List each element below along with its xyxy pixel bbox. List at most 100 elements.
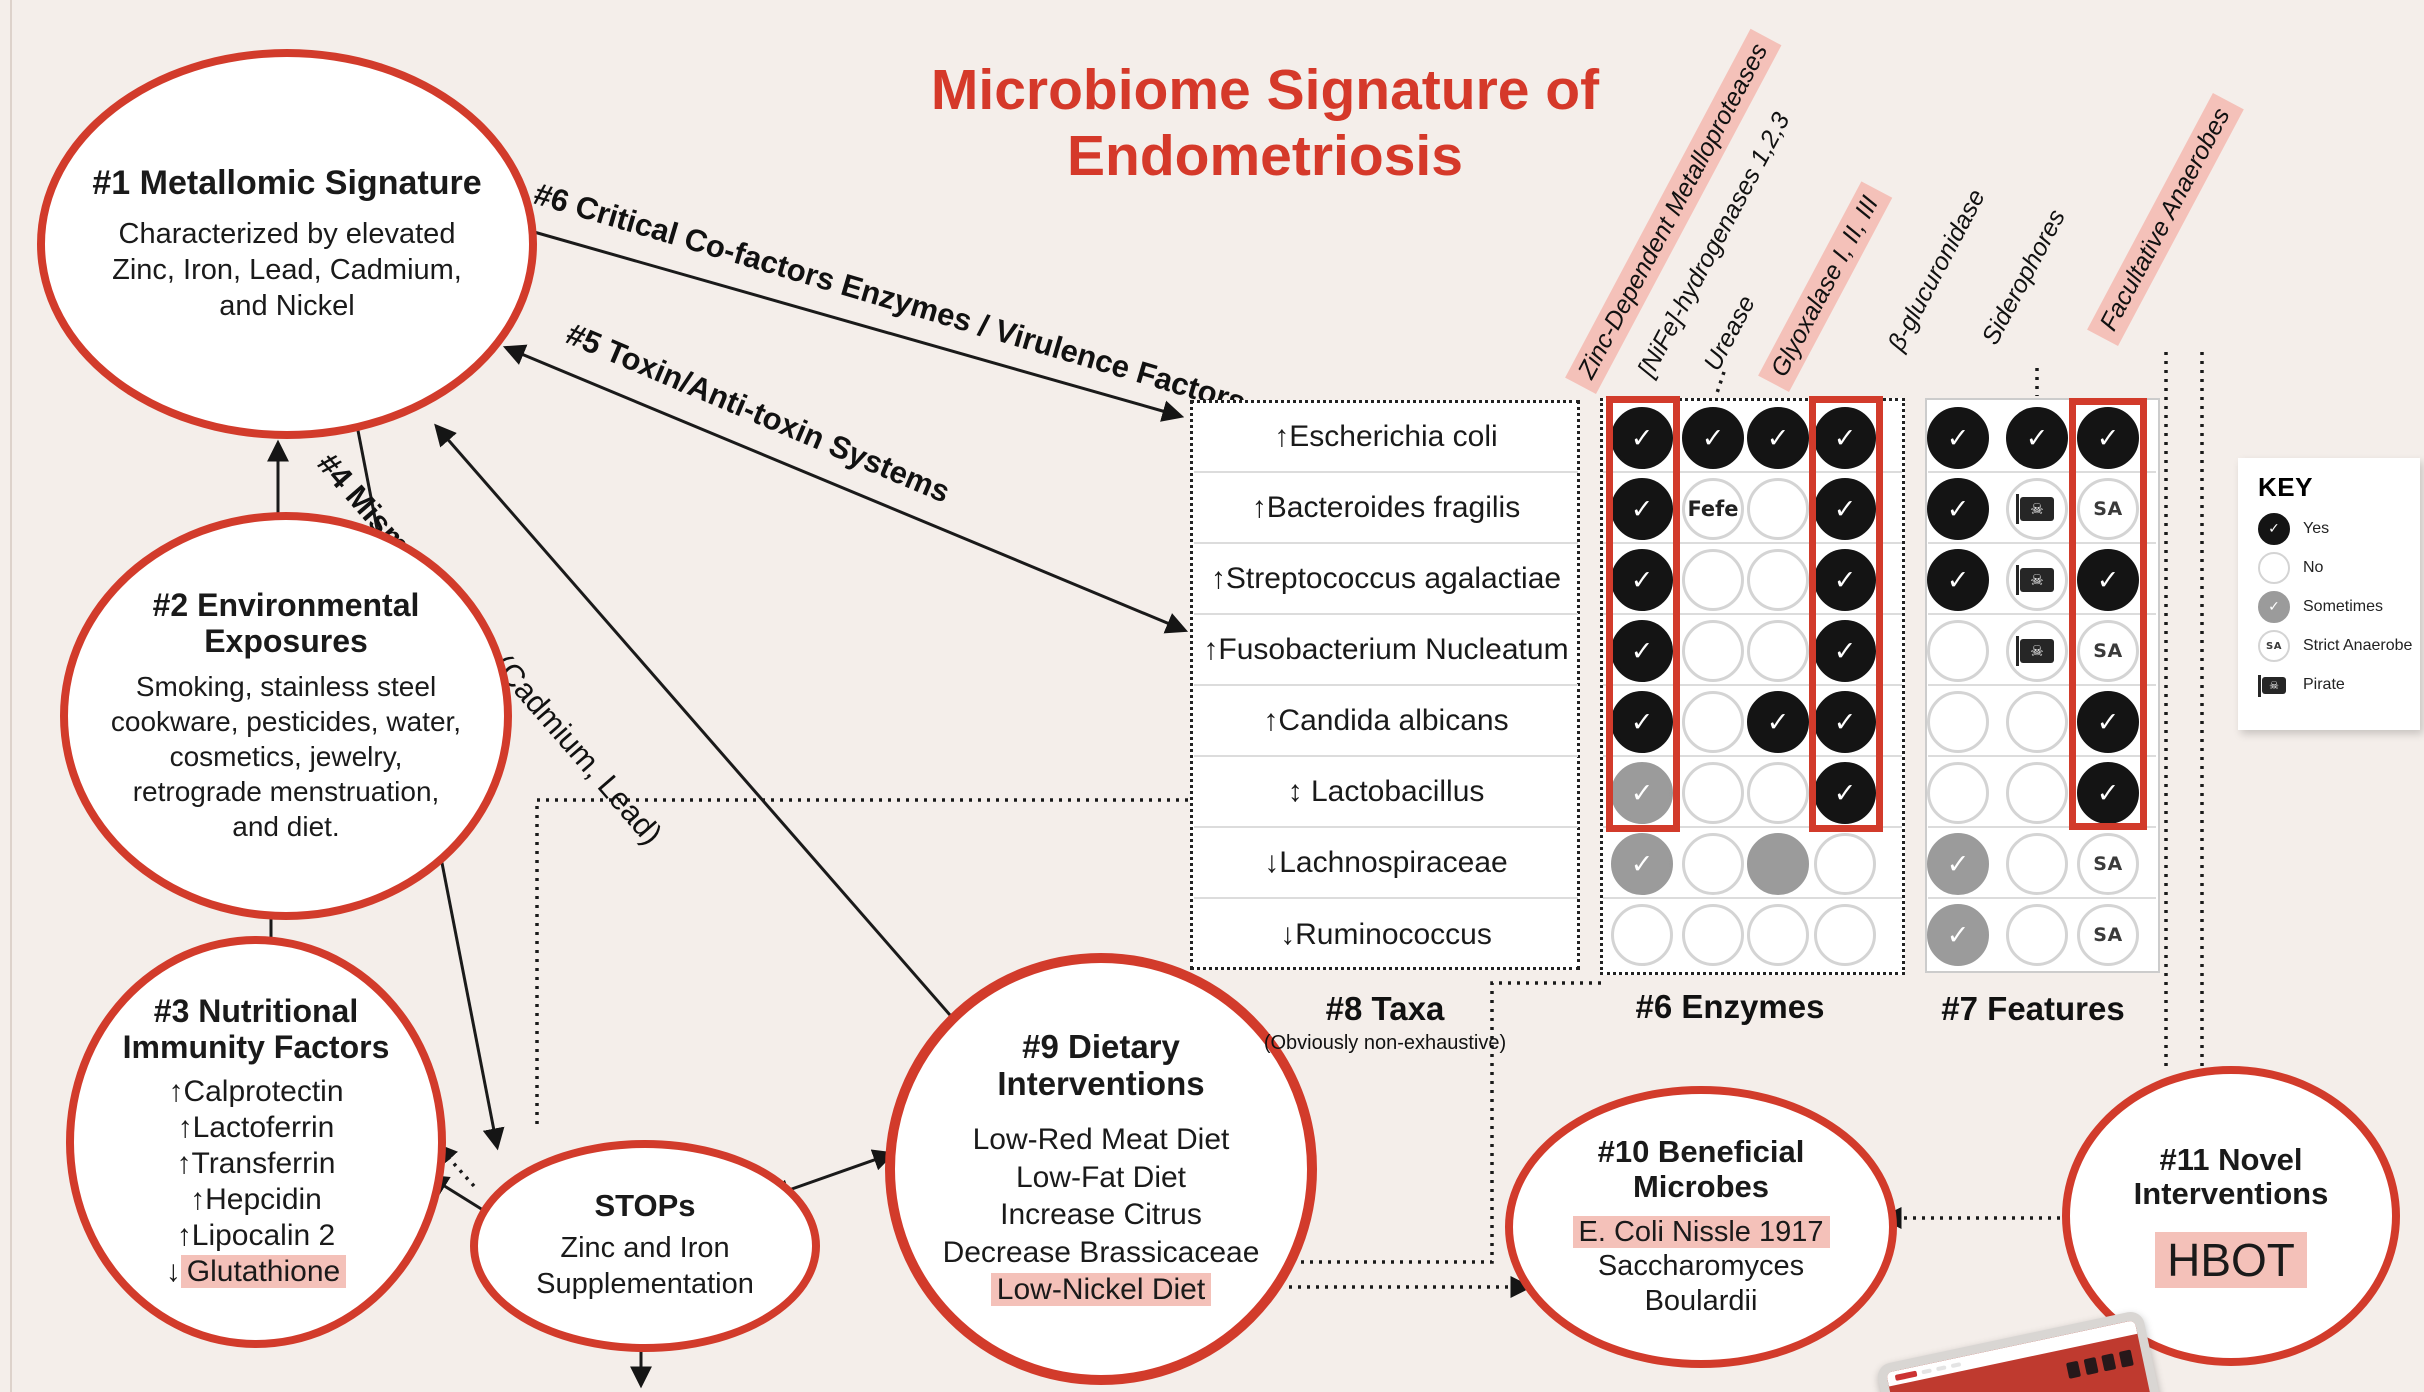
node3-item: ↑Lactoferrin bbox=[177, 1110, 335, 1144]
column-header-siderophores: Siderophores bbox=[1976, 204, 2071, 350]
node10-heading: #10 Beneficial Microbes bbox=[1597, 1134, 1805, 1204]
node9-list: Low-Red Meat Diet Low-Fat Diet Increase … bbox=[943, 1121, 1259, 1309]
node2-body: Smoking, stainless steel cookware, pesti… bbox=[110, 671, 462, 843]
matrix-cell: SA bbox=[2077, 833, 2139, 895]
stops-body: Zinc and Iron Supplementation bbox=[536, 1232, 754, 1301]
key-item-label: Pirate bbox=[2303, 676, 2345, 693]
taxon-label: ↑Bacteroides fragilis bbox=[1251, 490, 1521, 524]
matrix-cell bbox=[1927, 691, 1989, 753]
edge-label-6-text: #6 Critical Co-factors Enzymes / Virulen… bbox=[530, 176, 1250, 420]
taxon-label: ↕ Lactobacillus bbox=[1287, 774, 1485, 808]
legend-key: KEY ✓ Yes No ✓ Sometimes SA Strict Anaer… bbox=[2238, 458, 2420, 730]
matrix-cell: ☠ bbox=[2006, 478, 2068, 540]
matrix-cell bbox=[1747, 904, 1809, 966]
tablet-figures bbox=[2065, 1349, 2134, 1379]
node9-lownickel-highlight: Low-Nickel Diet bbox=[990, 1273, 1212, 1307]
node3-item: ↑Hepcidin bbox=[190, 1182, 322, 1216]
key-item-label: Yes bbox=[2303, 520, 2330, 537]
matrix-cell bbox=[1682, 762, 1744, 824]
node10-nissle-highlight: E. Coli Nissle 1917 bbox=[1572, 1215, 1830, 1248]
node10-list: E. Coli Nissle 1917 Saccharomyces Boular… bbox=[1551, 1215, 1851, 1319]
matrix-cell: ✓ bbox=[1682, 407, 1744, 469]
table-row: ↑Streptococcus agalactiae ✓ ✓ ✓ ☠ ✓ bbox=[1190, 544, 2165, 615]
tablet-mockup bbox=[1875, 1309, 2173, 1392]
key-item: ☠ Pirate bbox=[2258, 669, 2420, 701]
table-row: ↓Ruminococcus ✓ SA bbox=[1190, 899, 2165, 970]
table-row: ↕ Lactobacillus ✓ ✓ ✓ bbox=[1190, 757, 2165, 828]
matrix-cell bbox=[1682, 691, 1744, 753]
taxon-label: ↑Streptococcus agalactiae bbox=[1210, 561, 1562, 595]
matrix-cell: Fefe bbox=[1682, 478, 1744, 540]
matrix-cell: ✓ bbox=[2077, 407, 2139, 469]
tablet-nav-item bbox=[1936, 1365, 1947, 1372]
matrix-cell bbox=[1611, 904, 1673, 966]
table-row: ↓Lachnospiraceae ✓ ✓ SA bbox=[1190, 828, 2165, 899]
node-environmental-exposures: #2 Environmental Exposures Smoking, stai… bbox=[60, 512, 512, 920]
matrix-cell bbox=[2006, 691, 2068, 753]
node-dietary-interventions: #9 Dietary Interventions Low-Red Meat Di… bbox=[885, 953, 1317, 1385]
matrix-cell: ✓ bbox=[1927, 478, 1989, 540]
matrix-cell bbox=[1747, 478, 1809, 540]
matrix-cell: ✓ bbox=[1814, 691, 1876, 753]
matrix-cell bbox=[2006, 762, 2068, 824]
key-yes-icon: ✓ bbox=[2258, 513, 2290, 545]
key-item-label: Sometimes bbox=[2303, 598, 2384, 615]
matrix-cell bbox=[1682, 904, 1744, 966]
tablet-browser-bar bbox=[1886, 1320, 2138, 1387]
group-label-features: #7 Features bbox=[1941, 990, 2125, 1027]
page-title-line1: Microbiome Signature of bbox=[930, 58, 1600, 122]
column-header-facultative-anaerobes: Facultative Anaerobes bbox=[2087, 93, 2244, 346]
matrix-cell bbox=[1814, 904, 1876, 966]
matrix-cell bbox=[1747, 833, 1809, 895]
table-row: ↑Fusobacterium Nucleatum ✓ ✓ ☠ SA bbox=[1190, 615, 2165, 686]
matrix-cell: ✓ bbox=[2077, 549, 2139, 611]
node11-list: HBOT bbox=[2155, 1231, 2307, 1290]
node3-item: ↑Lipocalin 2 bbox=[176, 1218, 336, 1252]
matrix-cell: ✓ bbox=[1927, 549, 1989, 611]
taxon-label: ↑Candida albicans bbox=[1263, 703, 1509, 737]
key-item: SA Strict Anaerobe bbox=[2258, 630, 2420, 662]
matrix-cell: ✓ bbox=[1927, 833, 1989, 895]
node3-item: ↑Calprotectin bbox=[168, 1074, 344, 1108]
arrow-edge6 bbox=[508, 220, 1185, 422]
matrix-cell bbox=[1927, 620, 1989, 682]
matrix-cell: ✓ bbox=[1611, 620, 1673, 682]
matrix-cell bbox=[1814, 833, 1876, 895]
node-stops: STOPs Zinc and Iron Supplementation bbox=[470, 1140, 820, 1352]
node3-heading: #3 Nutritional Immunity Factors bbox=[122, 993, 390, 1065]
matrix-cell: SA bbox=[2077, 478, 2139, 540]
matrix-cell bbox=[1927, 762, 1989, 824]
matrix-cell: ✓ bbox=[1814, 549, 1876, 611]
group-label-taxa: #8 Taxa bbox=[1325, 990, 1445, 1027]
key-no-icon bbox=[2258, 552, 2290, 584]
page-title: Microbiome Signature of Endometriosis bbox=[860, 58, 1670, 189]
node3-item: ↑Transferrin bbox=[176, 1146, 336, 1180]
matrix-cell: ✓ bbox=[2077, 762, 2139, 824]
edge-label-5: #5 Toxin/Anti-toxin Systems bbox=[561, 316, 955, 510]
key-title: KEY bbox=[2258, 472, 2313, 502]
node9-heading: #9 Dietary Interventions bbox=[997, 1028, 1205, 1103]
key-item-label: No bbox=[2303, 559, 2324, 576]
matrix-cell: ✓ bbox=[2077, 691, 2139, 753]
node11-heading: #11 Novel Interventions bbox=[2133, 1141, 2329, 1212]
tablet-nav-item bbox=[1950, 1362, 1962, 1369]
matrix-cell: ✓ bbox=[2006, 407, 2068, 469]
left-border-line bbox=[10, 0, 12, 1392]
taxon-label: ↑Escherichia coli bbox=[1274, 419, 1498, 453]
node1-heading: #1 Metallomic Signature bbox=[92, 163, 482, 202]
node9-item: Low-Red Meat Diet bbox=[972, 1123, 1230, 1157]
matrix-cell bbox=[1747, 549, 1809, 611]
node-nutritional-immunity: #3 Nutritional Immunity Factors ↑Calprot… bbox=[66, 936, 446, 1348]
matrix-cell bbox=[1747, 620, 1809, 682]
matrix-cell bbox=[2006, 833, 2068, 895]
edge-label-5-text: #5 Toxin/Anti-toxin Systems bbox=[561, 316, 956, 510]
arrow-edge5 bbox=[502, 344, 1189, 634]
matrix-cell: ✓ bbox=[1814, 407, 1876, 469]
node3-item-glutathione: ↓Glutathione bbox=[165, 1254, 347, 1290]
matrix-cell bbox=[1682, 620, 1744, 682]
node2-heading: #2 Environmental Exposures bbox=[152, 586, 420, 659]
node11-hbot-highlight: HBOT bbox=[2155, 1231, 2307, 1288]
matrix-cell: ✓ bbox=[1814, 620, 1876, 682]
matrix-cell: ✓ bbox=[1927, 407, 1989, 469]
down-arrow-glyph: ↓ bbox=[165, 1254, 181, 1288]
